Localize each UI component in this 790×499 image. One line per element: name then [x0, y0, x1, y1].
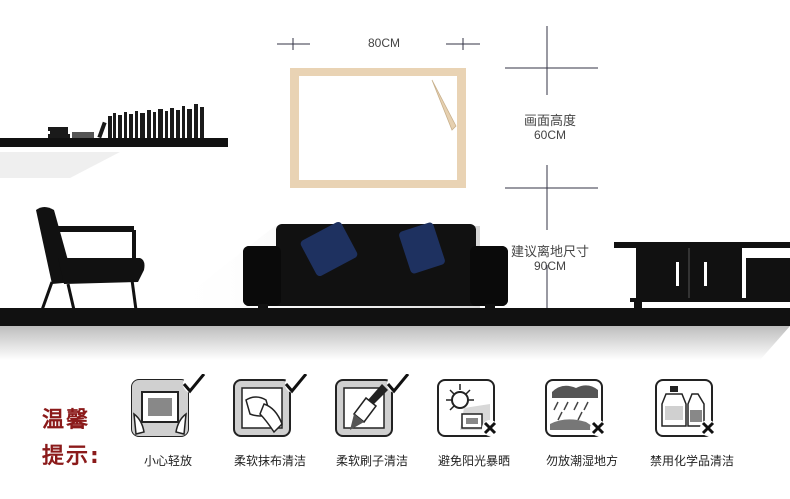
care-label: 避免阳光暴晒 — [437, 454, 510, 468]
height-dimension-marks — [505, 26, 598, 308]
care-label: 勿放潮湿地方 — [545, 454, 618, 468]
hands-holding-frame-icon — [131, 374, 206, 437]
picture-frame — [290, 68, 466, 188]
tv-cabinet — [614, 242, 790, 308]
distance-label: 建议离地尺寸 — [510, 244, 589, 259]
pillow-left — [300, 221, 358, 277]
armchair — [36, 207, 145, 311]
sofa — [243, 221, 508, 310]
books — [48, 104, 204, 139]
floor-line — [0, 308, 790, 326]
floor-shadow — [0, 326, 790, 360]
cloth-wiping-icon — [233, 374, 308, 437]
care-label: 小心轻放 — [143, 454, 192, 468]
tips-title-line1: 温馨 — [42, 408, 91, 433]
width-label: 80CM — [367, 36, 400, 50]
tips-title-line2: 提示: — [42, 444, 101, 469]
care-item-avoid-humidity: 勿放潮湿地方 — [528, 374, 636, 469]
care-item-soft-cloth: 柔软抹布清洁 — [216, 374, 324, 469]
care-item-soft-brush: 柔软刷子清洁 — [318, 374, 426, 469]
sun-exposure-icon — [437, 379, 498, 437]
height-label: 画面高度 — [523, 113, 576, 128]
care-label: 禁用化学品清洁 — [649, 454, 734, 468]
height-value: 60CM — [533, 128, 566, 142]
care-item-no-chemicals: 禁用化学品清洁 — [638, 374, 746, 469]
care-item-avoid-sun: 避免阳光暴晒 — [420, 374, 528, 469]
width-dimension-marks — [277, 38, 480, 50]
room-scene — [0, 26, 790, 360]
distance-value: 90CM — [533, 259, 566, 273]
care-item-handle-carefully: 小心轻放 — [114, 374, 222, 469]
chemical-bottles-icon — [655, 379, 716, 437]
care-label: 柔软刷子清洁 — [335, 454, 408, 468]
brush-cleaning-icon — [335, 374, 410, 437]
pillow-right — [399, 222, 445, 274]
wall-shelf — [0, 104, 228, 178]
rain-humidity-icon — [545, 379, 606, 437]
care-label: 柔软抹布清洁 — [233, 454, 306, 468]
